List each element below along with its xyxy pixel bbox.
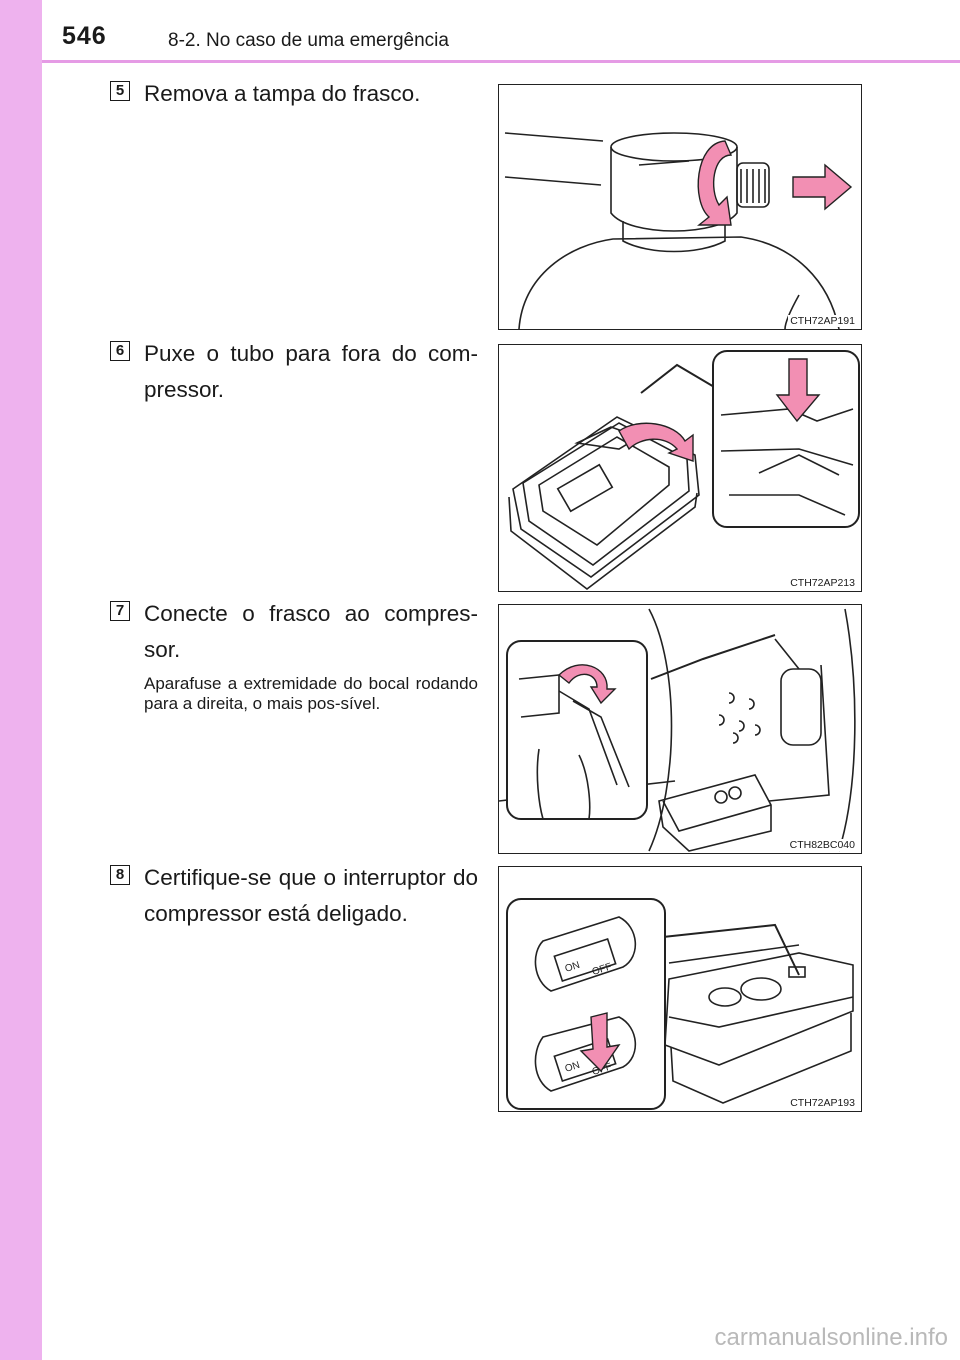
step-number-8: 8 — [110, 865, 130, 885]
figure-connect-bottle: CTH82BC040 — [498, 604, 862, 854]
margin-color-strip — [0, 0, 42, 1360]
figure-code: CTH72AP191 — [788, 315, 857, 327]
switch-on-label-top: ON — [564, 960, 582, 975]
bottle-compressor-illustration — [499, 608, 856, 852]
step-7-subtext: Aparafuse a extremidade do bocal rodando… — [144, 674, 478, 713]
step-8-text: Certifique-se que o interruptor do compr… — [144, 865, 478, 926]
step-5-text: Remova a tampa do frasco. — [144, 81, 421, 106]
compressor-tube-illustration — [508, 350, 860, 591]
compressor-switch-illustration: ON OFF ON OFF — [506, 898, 854, 1110]
figure-code: CTH72AP213 — [788, 577, 857, 589]
switch-on-label-bottom: ON — [564, 1060, 582, 1075]
watermark: carmanualsonline.info — [714, 1324, 948, 1351]
step-6-text: Puxe o tubo para fora do com-pressor. — [144, 341, 478, 402]
figure-code: CTH82BC040 — [787, 839, 857, 851]
page-number: 546 — [62, 22, 107, 50]
figure-code: CTH72AP193 — [788, 1097, 857, 1109]
figure-remove-cap: CTH72AP191 — [498, 84, 862, 330]
section-title: 8-2. No caso de uma emergência — [168, 30, 449, 51]
step-number-6: 6 — [110, 341, 130, 361]
figure-pull-tube: CTH72AP213 — [498, 344, 862, 592]
figure-switch-off: ON OFF ON OFF CTH72AP193 — [498, 866, 862, 1112]
step-number-7: 7 — [110, 601, 130, 621]
bottle-cap-illustration — [504, 132, 853, 329]
step-7-text: Conecte o frasco ao compres-sor. — [144, 601, 478, 662]
step-number-5: 5 — [110, 81, 130, 101]
header-divider — [42, 60, 960, 63]
